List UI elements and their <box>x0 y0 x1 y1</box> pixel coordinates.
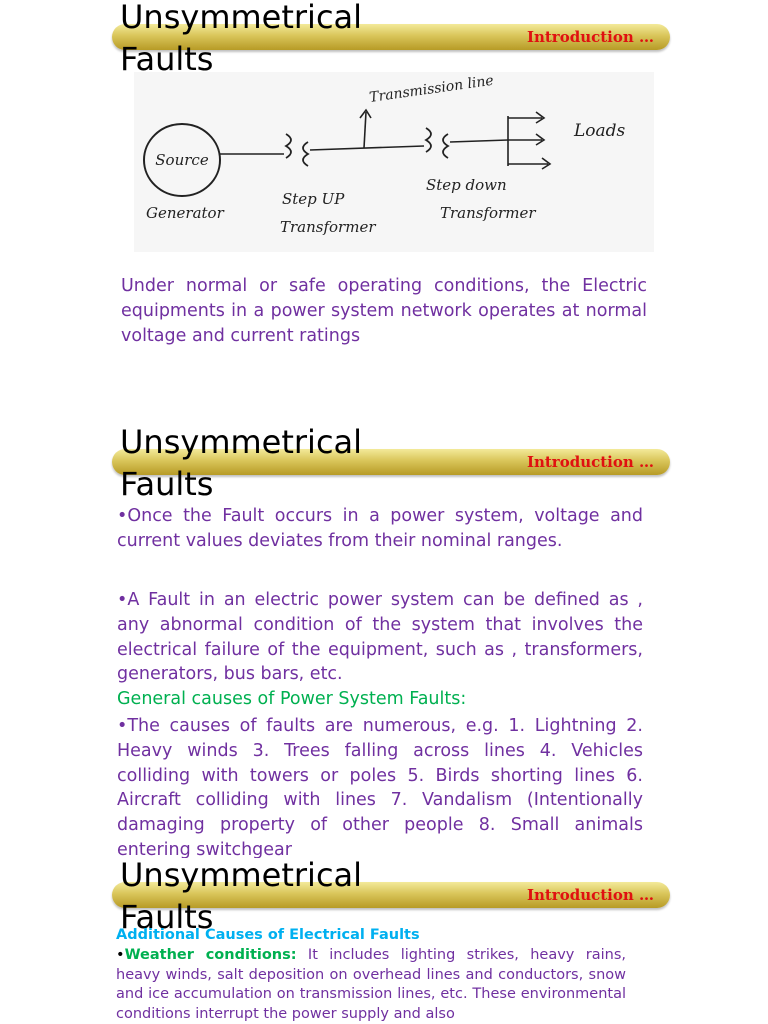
bullet-causes: •The causes of faults are numerous, e.g.… <box>117 716 643 858</box>
power-system-diagram: Source Generator Step UP Transformer Tra… <box>134 72 654 252</box>
step-down-label-1: Step down <box>426 176 507 194</box>
section-label: Introduction … <box>526 28 654 46</box>
step-down-label-2: Transformer <box>440 204 536 222</box>
bullet-mark: • <box>116 947 125 963</box>
weather-conditions-paragraph: •Weather conditions: It includes lightin… <box>116 946 626 1024</box>
step-up-transformer <box>284 133 310 167</box>
step-up-label-1: Step UP <box>282 190 345 208</box>
slide-3: Introduction … Unsymmetrical Faults Addi… <box>0 858 768 1024</box>
weather-conditions-text: It includes lighting strikes, heavy rain… <box>116 947 626 1022</box>
section-label: Introduction … <box>526 886 654 904</box>
bullet-fault-occurs: •Once the Fault occurs in a power system… <box>117 506 643 551</box>
transmission-line-label: Transmission line <box>368 73 494 106</box>
step-up-label-2: Transformer <box>280 218 376 236</box>
bullet-fault-definition: •A Fault in an electric power system can… <box>117 590 643 685</box>
additional-causes-heading: Additional Causes of Electrical Faults <box>116 927 420 943</box>
generator-label: Generator <box>146 204 225 222</box>
slide-2: Introduction … Unsymmetrical Faults •Onc… <box>0 425 768 858</box>
section-label: Introduction … <box>526 453 654 471</box>
general-causes-heading: General causes of Power System Faults: <box>117 689 467 709</box>
slide-title: Unsymmetrical Faults <box>120 425 363 503</box>
load-branches <box>507 111 552 170</box>
source-circle <box>143 123 221 197</box>
step-down-transformer <box>424 127 450 159</box>
intro-paragraph: Under normal or safe operating condition… <box>121 276 647 346</box>
source-label: Source <box>155 151 209 169</box>
title-bar: Introduction … <box>112 449 670 475</box>
loads-label: Loads <box>573 121 626 141</box>
title-bar: Introduction … <box>112 882 670 908</box>
weather-conditions-label: Weather conditions: <box>124 947 297 963</box>
slide-1: Introduction … Unsymmetrical Faults Sour… <box>0 0 768 425</box>
title-bar: Introduction … <box>112 24 670 50</box>
slide-title: Unsymmetrical Faults <box>120 858 363 936</box>
slide-title: Unsymmetrical Faults <box>120 0 363 78</box>
